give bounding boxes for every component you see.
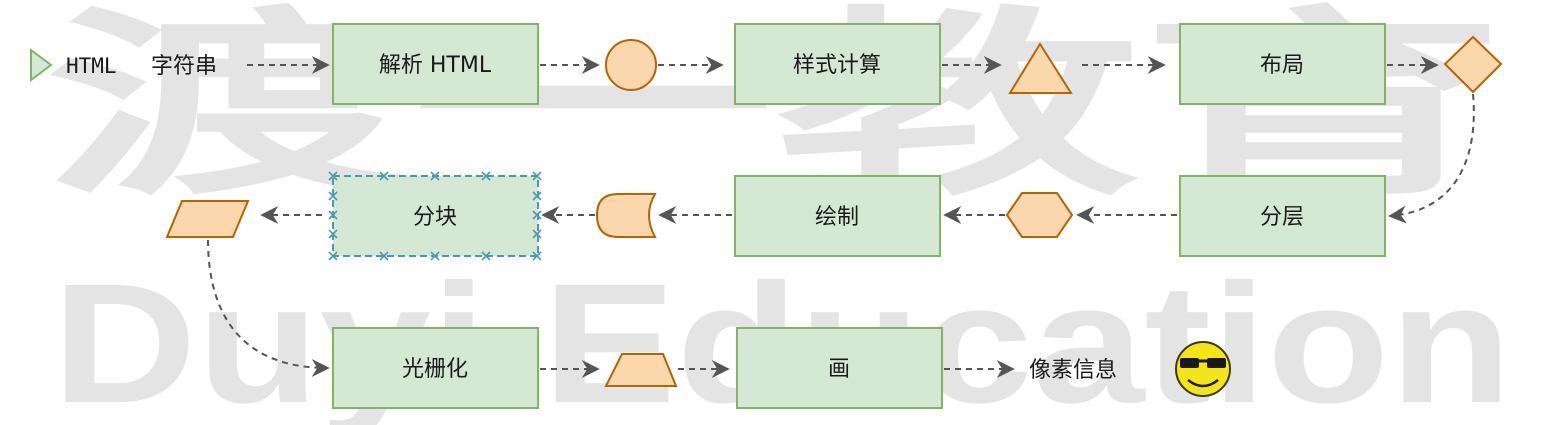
layout-tree-diamond-shape xyxy=(1443,35,1503,94)
computed-style-triangle-shape xyxy=(1008,42,1073,94)
arrow xyxy=(1388,93,1475,224)
step-label: 光栅化 xyxy=(402,357,468,382)
step-label: 分层 xyxy=(1260,205,1304,230)
tiling-handles xyxy=(328,171,542,261)
start-label-string: 字符串 xyxy=(151,54,217,79)
start-triangle-icon xyxy=(30,48,53,82)
step-label: 解析 HTML xyxy=(379,53,492,78)
bitmap-trapezoid-shape xyxy=(604,353,678,387)
step-label: 布局 xyxy=(1260,53,1304,78)
step-box-layering: 分层 xyxy=(1179,175,1386,257)
layer-tree-hexagon-shape xyxy=(1005,192,1074,238)
dom-circle-shape xyxy=(605,39,657,91)
end-label-pixels: 像素信息 xyxy=(1029,358,1117,383)
step-box-raster: 光栅化 xyxy=(332,327,539,409)
step-label: 分块 xyxy=(413,205,457,230)
step-box-layout: 布局 xyxy=(1179,23,1386,105)
step-box-paint: 绘制 xyxy=(734,175,941,257)
step-box-style-calc: 样式计算 xyxy=(734,23,941,105)
step-label: 样式计算 xyxy=(793,53,881,78)
start-label-html: HTML xyxy=(66,54,117,78)
step-label: 画 xyxy=(828,357,850,382)
step-box-draw: 画 xyxy=(736,327,943,409)
cool-smiley-icon xyxy=(1175,341,1231,397)
start-node: HTML 字符串 xyxy=(30,48,217,82)
tiles-parallelogram-shape xyxy=(165,200,250,238)
step-label: 绘制 xyxy=(815,205,859,230)
paint-instructions-shape xyxy=(595,193,657,238)
step-box-parse-html: 解析 HTML xyxy=(332,23,539,105)
arrow xyxy=(207,239,330,377)
step-box-tiling: 分块 xyxy=(328,171,542,261)
